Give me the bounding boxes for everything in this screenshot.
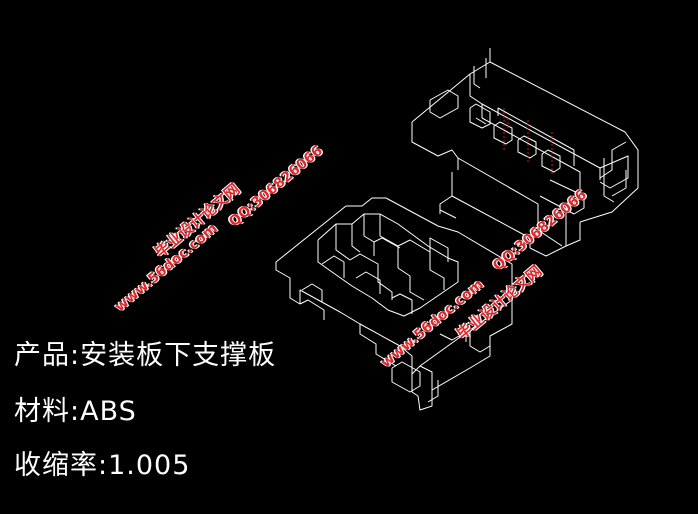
material-value: ABS <box>80 396 137 427</box>
product-label: 产品: <box>14 340 81 371</box>
material-label: 材料: <box>14 396 81 427</box>
lower-part-isometric <box>275 197 513 411</box>
material-spec-line: 材料:ABS <box>14 398 137 425</box>
product-spec-line: 产品:安装板下支撑板 <box>14 342 276 369</box>
shrinkage-spec-line: 收缩率:1.005 <box>14 452 190 479</box>
hidden-lines <box>503 108 553 174</box>
upper-part-isometric <box>411 48 639 257</box>
shrinkage-value: 1.005 <box>108 450 191 481</box>
shrinkage-label: 收缩率: <box>14 450 109 481</box>
product-name: 安装板下支撑板 <box>80 340 277 371</box>
